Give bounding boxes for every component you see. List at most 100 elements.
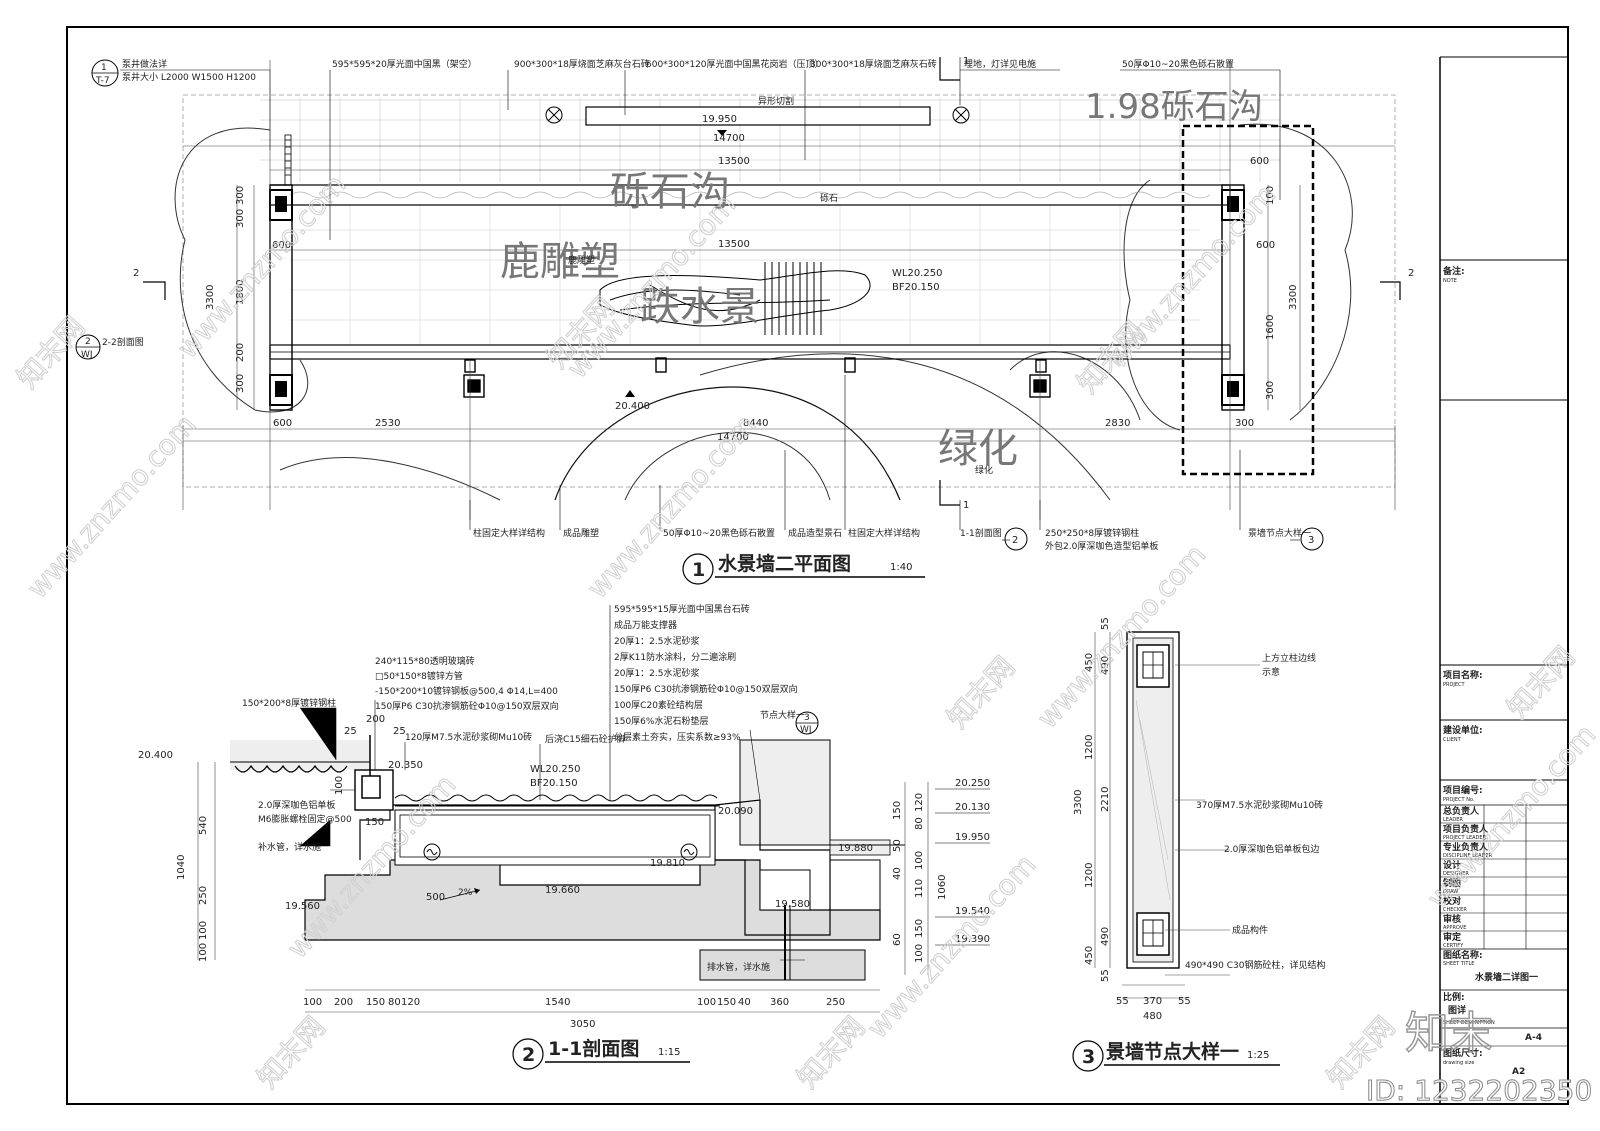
left-note-1: 240*115*80透明玻璃砖 — [375, 655, 475, 667]
tb-client-en: CLIENT — [1443, 737, 1462, 743]
section-title-num: 2 — [522, 1044, 535, 1066]
node-ref-note: 景墙节点大样一 — [1248, 527, 1311, 539]
layer-8: 150厚6%水泥石粉垫层 — [614, 715, 708, 727]
sculpture-note: 成品雕塑 — [563, 527, 599, 539]
lamp-note: 埋地，灯详见电施 — [964, 58, 1036, 70]
layer-4: 2厚K11防水涂料，分二遍涂刷 — [614, 651, 736, 663]
tb-size-cn: 图纸尺寸: — [1443, 1047, 1483, 1059]
node-title-bubble — [1072, 1040, 1104, 1072]
level-pit: 19.580 — [775, 899, 810, 910]
lamp-icon — [545, 106, 563, 124]
node-dim-v-2: 450 — [1084, 653, 1095, 672]
tb-size-val: A2 — [1512, 1067, 1525, 1077]
green-small: 绿化 — [975, 464, 993, 476]
paving-grid — [260, 98, 1280, 182]
dim-col-600: 600 — [272, 240, 291, 251]
steel-column-note: 250*250*8厚镀锌钢柱 — [1045, 527, 1139, 539]
hand-green: 绿化 — [938, 426, 1018, 472]
dim-total-left: 3300 — [205, 285, 216, 310]
watermark-brand: 知末网 — [1501, 640, 1582, 725]
watermark-brand: 知末网 — [11, 310, 92, 395]
node-top-edge: 上方立柱边线 — [1262, 652, 1316, 664]
dim-small-4: 100 — [334, 776, 345, 795]
level-pool: 20.090 — [718, 806, 753, 817]
tb-note-cn: 备注: — [1442, 265, 1465, 277]
cut-mark-bottom: 1 — [963, 500, 969, 511]
tb-number-cn: 项目编号: — [1443, 784, 1483, 796]
right-dim-2: 80 — [914, 817, 925, 830]
dim-right-600: 600 — [1256, 240, 1275, 251]
tb-sheet-title: 水景墙二详图一 — [1475, 971, 1538, 983]
level-top: 20.350 — [388, 760, 423, 771]
elev-wl: WL20.250 — [892, 268, 942, 279]
node-alu: 2.0厚深咖色铝单板包边 — [1224, 843, 1319, 855]
tb-role-5-cn: 制图 — [1443, 877, 1461, 889]
dim-right-top: 600 — [1250, 156, 1269, 167]
node-dim-h-3: 55 — [1178, 996, 1191, 1007]
tb-role-2-en: PROJECT LEADER — [1443, 835, 1487, 841]
tb-number-en: PROJECT No. — [1443, 797, 1475, 803]
cut-note: 异形切割 — [758, 95, 794, 107]
stone-300-note: 300*300*18厚烧面芝麻灰石砖 — [810, 58, 937, 70]
watermark-brand: 知末网 — [791, 1010, 872, 1095]
dim-bottom-3: 150 — [366, 997, 385, 1008]
right-dim-11: 60 — [892, 933, 903, 946]
watermark-site: www.znzmo.com — [861, 848, 1043, 1045]
dim-bottom-11: 250 — [826, 997, 845, 1008]
plan-scale: 1:40 — [890, 562, 912, 573]
tb-role-5-en: DRAW — [1443, 889, 1458, 895]
alu-note: 2.0厚深咖色铝单板 — [258, 799, 335, 811]
tb-project-en: PROJECT — [1443, 682, 1466, 688]
well-detail-note: 泵井做法详 — [122, 58, 167, 70]
stone-600-note: 600*300*120厚光面中国黑花岗岩（压顶） — [646, 58, 824, 70]
dim-v-d: 1800 — [235, 280, 246, 305]
node-dim-v-1: 55 — [1100, 617, 1111, 630]
level-wl: WL20.250 — [530, 764, 580, 775]
tb-size-en: drawing size — [1443, 1060, 1474, 1066]
watermark-id: ID: 1232202350 — [1366, 1074, 1592, 1107]
tb-role-3-cn: 专业负责人 — [1443, 841, 1489, 853]
node-ref-bubble-num: 3 — [1308, 535, 1314, 546]
dim-bottom-1: 100 — [303, 997, 322, 1008]
right-level-2: 20.130 — [955, 802, 990, 813]
node-title: 景墙节点大样一 — [1106, 1040, 1239, 1063]
dim-bottom-9: 40 — [738, 997, 751, 1008]
dim-small-5: 150 — [365, 817, 384, 828]
steel-pipe-note: 150*200*8厚镀锌钢柱 — [242, 697, 336, 709]
gravel-top-note: 50厚Φ10~20黑色砾石散置 — [1122, 58, 1234, 70]
watermark-brand: 知末网 — [251, 1010, 332, 1095]
right-dim-3: 100 — [914, 851, 925, 870]
node-dim-v-7: 490 — [1100, 927, 1111, 946]
cut-mark-left: 2 — [133, 268, 139, 279]
stone-prod-note: 成品造型景石 — [788, 527, 842, 539]
node-dim-h-4: 480 — [1143, 1011, 1162, 1022]
dim-v-b: 300 — [235, 209, 246, 228]
node-title-num: 3 — [1082, 1046, 1095, 1068]
stone-595-note: 595*595*20厚光面中国黑（架空） — [332, 58, 477, 70]
hand-gravel-ditch: 砾石沟 — [610, 169, 730, 215]
dim-right: 2830 — [1105, 418, 1130, 429]
dim-left-v-1: 1040 — [176, 855, 187, 880]
dim-v-e: 200 — [235, 343, 246, 362]
title-block: 备注: NOTE 项目名称: PROJECT 建设单位: CLIENT 项目编号… — [1440, 259, 1568, 1077]
right-dim-6: 100 — [914, 944, 925, 963]
dim-left-v-5: 100 — [198, 943, 209, 962]
right-dim-9: 50 — [892, 839, 903, 852]
slope-note: 2% — [458, 888, 473, 898]
dim-bottom-4: 80 — [388, 997, 401, 1008]
tb-note-en: NOTE — [1443, 278, 1457, 284]
dim-bottom: 14700 — [717, 432, 749, 443]
node-dim-v-9: 55 — [1100, 969, 1111, 982]
layer-9: 分层素土夯实，压实系数≥93% — [614, 731, 741, 743]
column-a-note: 柱固定大样详结构 — [473, 527, 545, 539]
node-brick: 370厚M7.5水泥砂浆砌Mu10砖 — [1196, 799, 1323, 811]
dim-v-r3: 1600 — [1265, 315, 1276, 340]
steel-cover-note: 外包2.0厚深咖色造型铝单板 — [1045, 540, 1158, 552]
layer-1: 595*595*15厚光面中国黑台石砖 — [614, 603, 750, 615]
section-scale: 1:15 — [658, 1047, 680, 1058]
dim-left-v-2: 540 — [198, 816, 209, 835]
sculpture-small: 鹿雕塑 — [568, 254, 595, 266]
sculpture — [599, 262, 871, 335]
detail-ref-sheet: T-7 — [95, 76, 110, 86]
watermark-site: www.znzmo.com — [171, 168, 353, 365]
